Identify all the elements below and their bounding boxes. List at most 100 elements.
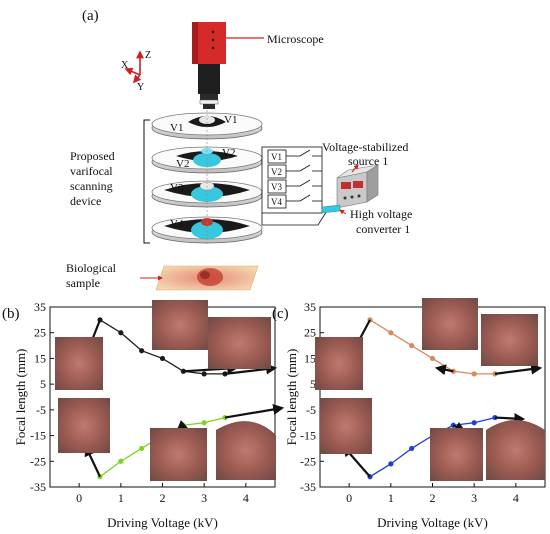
svg-text:V3: V3 — [271, 182, 282, 192]
chart-c-y-tick-label: 5 — [310, 377, 316, 391]
chart-c-y-tick-label: 15 — [304, 351, 316, 365]
photo-thumbnail — [422, 298, 478, 350]
chart-c-series-0-point — [471, 371, 477, 377]
varifocal-device — [151, 110, 263, 245]
chart-c-series-1-point — [471, 420, 477, 426]
chart-b-x-tick-label: 4 — [243, 491, 249, 505]
switch-voltage-labels: V1 V2 V3 V4 — [271, 152, 282, 207]
photo-thumbnail — [486, 420, 545, 480]
chart-c-y-tick-label: -15 — [300, 429, 316, 443]
chart-c-y-tick-label: 35 — [304, 300, 316, 314]
svg-text:sample: sample — [66, 276, 100, 290]
chart-c-y-tick-label: -35 — [300, 480, 316, 494]
chart-c-y-tick-label: -25 — [300, 454, 316, 468]
chart-b-y-tick-label: -35 — [30, 480, 46, 494]
svg-text:source 1: source 1 — [348, 154, 388, 168]
photo-thumbnail — [430, 428, 483, 481]
chart-b-x-tick-label: 1 — [118, 491, 124, 505]
chart-b-series-0-point — [118, 330, 124, 336]
source-label: Voltage-stabilized source 1 — [322, 140, 408, 168]
chart-b-series-1-point — [139, 445, 145, 452]
svg-text:V1: V1 — [271, 152, 282, 162]
switch-circuit — [261, 146, 331, 226]
chart-c-panel-label: (c) — [272, 306, 289, 322]
photo-thumbnail — [216, 421, 276, 480]
chart-c-photos — [315, 298, 545, 481]
chart-b-x-tick-label: 2 — [160, 491, 166, 505]
photo-thumbnail — [55, 337, 103, 390]
chart-c-series-0-point — [429, 355, 436, 362]
photo-thumbnail — [208, 317, 271, 369]
chart-c-y-tick-label: -5 — [306, 403, 316, 417]
svg-text:V2: V2 — [271, 167, 282, 177]
photo-thumbnail — [150, 428, 207, 481]
source-pointer — [351, 164, 359, 173]
chart-b-x-axis-label: Driving Voltage (kV) — [107, 515, 218, 530]
chart-c-x-tick-label: 0 — [346, 491, 352, 505]
photo-thumbnail — [152, 300, 208, 350]
chart-c-x-tick-label: 3 — [471, 491, 477, 505]
chart-c-annotation-arrow — [494, 413, 526, 425]
plate-v3-label: V3 — [170, 182, 184, 194]
chart-c-series-0-point — [388, 330, 394, 336]
microscope-icon — [192, 22, 264, 109]
plate-v2-label: V2 — [222, 147, 235, 159]
device-label: Proposed varifocal scanning device — [70, 149, 115, 208]
svg-text:Proposed: Proposed — [70, 149, 115, 163]
chart-b-series-0-point — [159, 355, 166, 362]
chart-b-series-0-point — [180, 368, 186, 374]
chart-b-series-1-point — [201, 420, 207, 426]
chart-c-x-axis-label: Driving Voltage (kV) — [377, 515, 488, 530]
photo-thumbnail — [320, 398, 372, 454]
plate-v4-label: V4 — [170, 218, 184, 230]
chart-c-y-axis-label: Focal length (mm) — [284, 349, 299, 446]
svg-text:High voltage: High voltage — [350, 207, 412, 221]
chart-b-y-axis-label: Focal length (mm) — [13, 349, 28, 446]
chart-c-x-tick-label: 1 — [388, 491, 394, 505]
photo-thumbnail — [58, 398, 110, 453]
chart-b-photos — [55, 300, 276, 481]
chart-b-series-1-point — [118, 458, 124, 464]
axis-y-label: Y — [137, 82, 144, 93]
converter-pointer — [339, 209, 347, 215]
chart-b-y-tick-label: -15 — [30, 429, 46, 443]
chart-b-y-tick-label: 5 — [40, 377, 46, 391]
plate-v2-left-label: V2 — [176, 158, 189, 170]
sample-slide — [155, 265, 259, 291]
chart-b-y-tick-label: 35 — [34, 300, 46, 314]
plate-voltage-labels: V1 V1 V2 V2 V3 V4 — [170, 114, 237, 230]
plate-v1-label: V1 — [224, 114, 237, 126]
chart-b-panel-label: (b) — [2, 306, 20, 322]
axis-x-label: X — [121, 60, 129, 71]
chart-b-y-tick-label: -5 — [36, 403, 46, 417]
svg-text:device: device — [70, 194, 101, 208]
chart-c-annotation-arrow — [494, 363, 543, 375]
axis-z-label: Z — [145, 50, 151, 61]
chart-c-series-1-point — [409, 445, 415, 452]
chart-b-y-tick-label: -25 — [30, 454, 46, 468]
photo-thumbnail — [481, 314, 538, 366]
chart-c-y-tick-label: 25 — [304, 326, 316, 340]
voltage-source-icon — [336, 164, 379, 209]
panel-a-label: (a) — [82, 8, 99, 24]
svg-text:scanning: scanning — [70, 179, 113, 193]
device-bracket — [143, 119, 150, 244]
photo-thumbnail — [315, 337, 363, 390]
chart-b-series-0-point — [139, 348, 145, 354]
panel-a: (a) Z X Y Microscope — [66, 8, 412, 291]
xyz-axes-icon: Z X Y — [121, 50, 151, 93]
microscope-label: Microscope — [267, 32, 324, 46]
chart-b-series-0-point — [201, 371, 207, 377]
svg-text:Voltage-stabilized: Voltage-stabilized — [322, 140, 408, 154]
svg-text:converter 1: converter 1 — [356, 222, 410, 236]
chart-b-x-tick-label: 0 — [76, 491, 82, 505]
svg-text:varifocal: varifocal — [70, 164, 113, 178]
chart-b-y-tick-label: 25 — [34, 326, 46, 340]
chart-b-x-tick-label: 3 — [201, 491, 207, 505]
chart-c-series-1-point — [388, 461, 394, 467]
converter-label: High voltage converter 1 — [350, 207, 412, 236]
chart-c-x-tick-label: 2 — [430, 491, 436, 505]
